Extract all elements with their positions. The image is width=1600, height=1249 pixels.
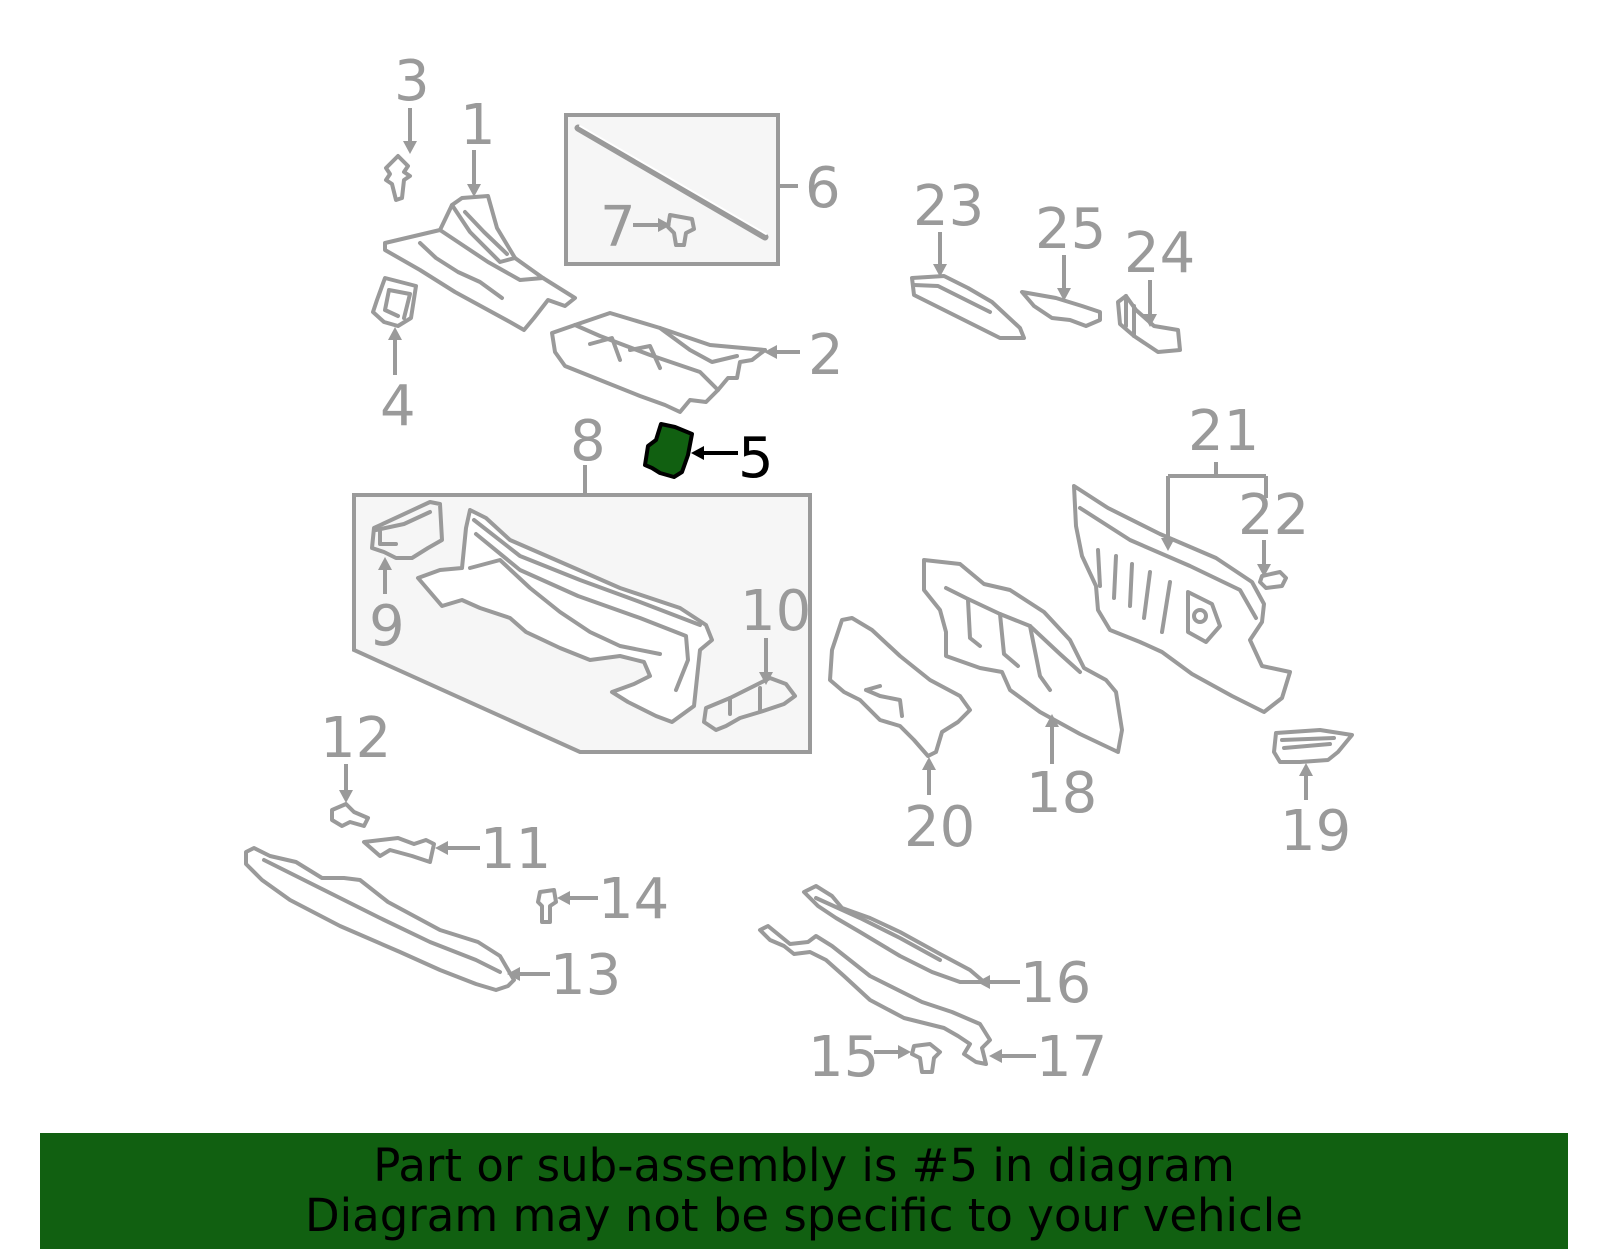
- callout-17: 17: [989, 1025, 1107, 1090]
- svg-text:15: 15: [808, 1025, 879, 1090]
- part-5-highlighted[interactable]: [643, 422, 694, 479]
- part-15-clip[interactable]: [910, 1042, 942, 1074]
- callout-16: 16: [977, 951, 1091, 1016]
- svg-text:6: 6: [805, 156, 841, 221]
- part-2-cowl-top[interactable]: [550, 311, 767, 414]
- callout-10: 10: [740, 579, 811, 685]
- callout-14: 14: [557, 867, 669, 932]
- svg-text:16: 16: [1020, 951, 1091, 1016]
- svg-text:4: 4: [380, 374, 416, 439]
- banner-line-1: Part or sub-assembly is #5 in diagram: [373, 1139, 1235, 1192]
- part-12-bolt[interactable]: [330, 802, 370, 828]
- callout-12: 12: [320, 706, 391, 803]
- part-14-bolt[interactable]: [536, 888, 558, 924]
- part-6-group-box[interactable]: [564, 113, 780, 266]
- banner-line-2: Diagram may not be specific to your vehi…: [305, 1189, 1303, 1242]
- callout-15: 15: [808, 1025, 911, 1090]
- svg-text:13: 13: [550, 943, 621, 1008]
- callout-21: 21: [1161, 399, 1268, 551]
- callout-22: 22: [1238, 483, 1309, 577]
- callout-25: 25: [1035, 197, 1106, 301]
- part-11-bracket[interactable]: [362, 836, 436, 864]
- callout-4: 4: [380, 327, 416, 439]
- svg-text:25: 25: [1035, 197, 1106, 262]
- info-banner: Part or sub-assembly is #5 in diagram Di…: [40, 1133, 1568, 1249]
- svg-text:7: 7: [600, 195, 636, 260]
- svg-text:19: 19: [1280, 799, 1351, 864]
- part-13-cross-member[interactable]: [244, 846, 516, 992]
- part-21-dash-panel[interactable]: [1072, 484, 1292, 714]
- part-8-group-box[interactable]: [352, 493, 812, 754]
- part-20-insulator[interactable]: [828, 616, 972, 758]
- callout-7: 7: [600, 195, 671, 260]
- callout-23: 23: [913, 174, 984, 277]
- part-1-cowl-panel[interactable]: [383, 194, 577, 332]
- callout-19: 19: [1280, 763, 1351, 864]
- svg-text:20: 20: [904, 795, 975, 860]
- svg-text:3: 3: [394, 49, 430, 114]
- part-4-bracket[interactable]: [371, 276, 418, 328]
- part-25-bracket[interactable]: [1020, 290, 1102, 328]
- callout-5: 5: [691, 426, 774, 491]
- callout-11: 11: [435, 817, 551, 882]
- svg-text:18: 18: [1026, 761, 1097, 826]
- part-7-clip[interactable]: [666, 213, 696, 247]
- svg-text:12: 12: [320, 706, 391, 771]
- svg-text:8: 8: [570, 409, 606, 474]
- callout-2: 2: [764, 323, 844, 388]
- part-10-bracket[interactable]: [702, 676, 797, 732]
- part-16-brace[interactable]: [802, 884, 986, 984]
- part-24-bracket[interactable]: [1116, 294, 1182, 354]
- svg-text:2: 2: [808, 323, 844, 388]
- callout-24: 24: [1124, 221, 1195, 327]
- callout-8: 8: [570, 409, 606, 495]
- part-18-insulator[interactable]: [922, 558, 1124, 754]
- part-23-bracket[interactable]: [910, 274, 1026, 340]
- part-3-clip[interactable]: [384, 154, 412, 202]
- callout-9: 9: [369, 557, 405, 659]
- svg-text:14: 14: [598, 867, 669, 932]
- svg-text:9: 9: [369, 594, 405, 659]
- part-9-bracket[interactable]: [370, 500, 444, 560]
- part-22-clip[interactable]: [1258, 570, 1288, 590]
- svg-text:22: 22: [1238, 483, 1309, 548]
- callout-3: 3: [394, 49, 430, 154]
- svg-text:5: 5: [738, 426, 774, 491]
- callout-6: 6: [778, 156, 841, 221]
- part-17-brace[interactable]: [758, 924, 992, 1066]
- callout-20: 20: [904, 757, 975, 860]
- svg-text:1: 1: [460, 93, 496, 158]
- callout-13: 13: [507, 943, 621, 1008]
- svg-text:23: 23: [913, 174, 984, 239]
- svg-text:17: 17: [1036, 1025, 1107, 1090]
- callout-1: 1: [460, 93, 496, 197]
- callout-18: 18: [1026, 714, 1097, 826]
- svg-text:11: 11: [480, 817, 551, 882]
- svg-text:10: 10: [740, 579, 811, 644]
- svg-text:21: 21: [1188, 399, 1259, 464]
- part-19-bracket[interactable]: [1272, 728, 1354, 764]
- svg-text:24: 24: [1124, 221, 1195, 286]
